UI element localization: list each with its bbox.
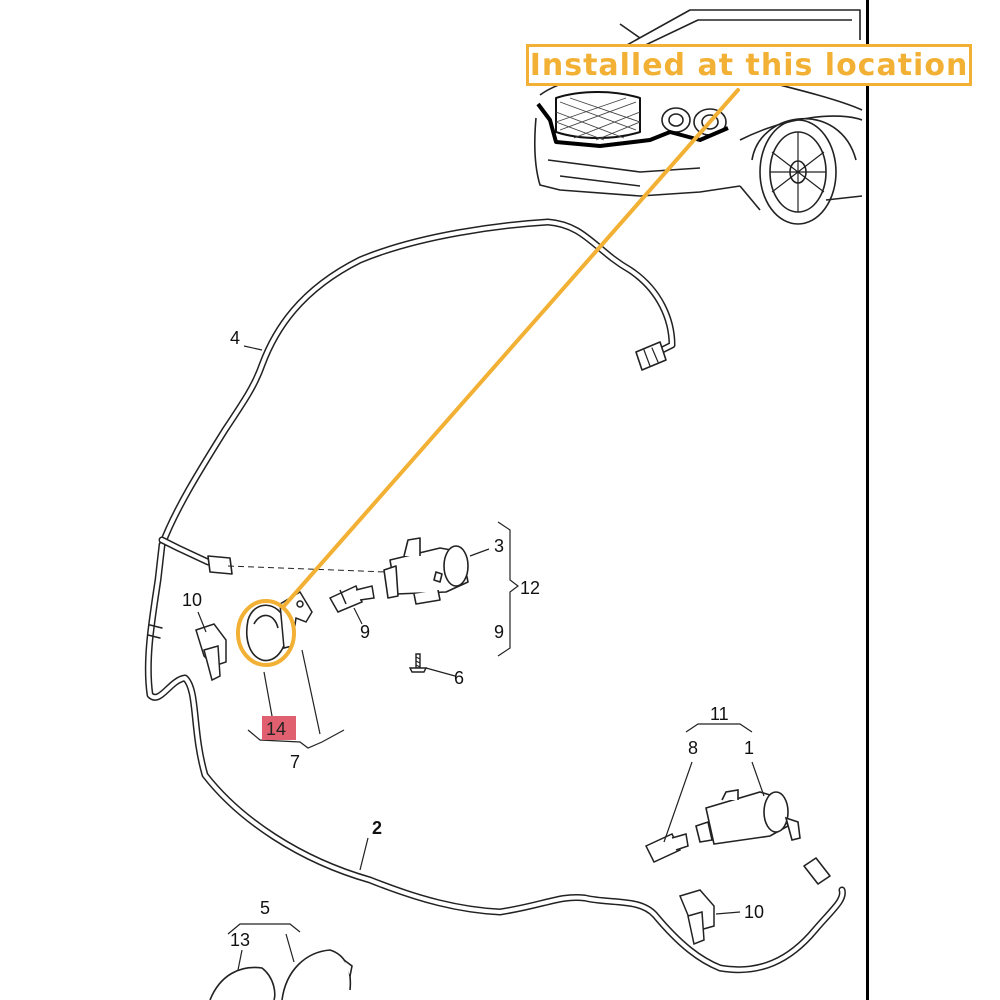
label-4: 4 [230, 328, 240, 348]
label-10-right: 10 [744, 902, 764, 922]
label-13: 13 [230, 930, 250, 950]
label-9-connector: 9 [360, 622, 370, 642]
label-5: 5 [260, 898, 270, 918]
washer-hose-4 [158, 218, 676, 549]
nozzle-cover-14 [246, 604, 288, 662]
highlight-14 [262, 716, 296, 740]
assembly-line [227, 565, 387, 573]
part-labels: 4 3 12 9 9 6 10 7 2 11 8 1 10 5 13 [182, 328, 764, 950]
callout-text: Installed at this location [529, 47, 969, 83]
clip-10-right [678, 889, 715, 946]
label-10-left: 10 [182, 590, 202, 610]
connector-9-upper [328, 584, 375, 613]
washer-pump-3 [383, 537, 469, 605]
label-3: 3 [494, 536, 504, 556]
label-6: 6 [454, 668, 464, 688]
label-1: 1 [744, 738, 754, 758]
clip-10-left [195, 623, 227, 682]
frame-border [866, 0, 869, 1000]
label-14: 14 [266, 719, 286, 739]
washer-pump-1 [695, 789, 801, 845]
installation-callout: Installed at this location [526, 44, 972, 86]
label-11: 11 [710, 704, 729, 724]
washer-hose-2 [144, 536, 846, 974]
label-7: 7 [290, 752, 300, 772]
car-illustration [534, 9, 863, 225]
label-12: 12 [520, 578, 540, 598]
screw-icon [408, 653, 428, 673]
cover-13 [209, 949, 353, 1000]
label-9-right: 9 [494, 622, 504, 642]
label-8: 8 [688, 738, 698, 758]
bracket-7 [279, 590, 313, 649]
callout-pointer [236, 88, 740, 667]
leader-lines [197, 345, 765, 971]
connector-8 [644, 833, 689, 863]
label-2: 2 [372, 818, 382, 838]
